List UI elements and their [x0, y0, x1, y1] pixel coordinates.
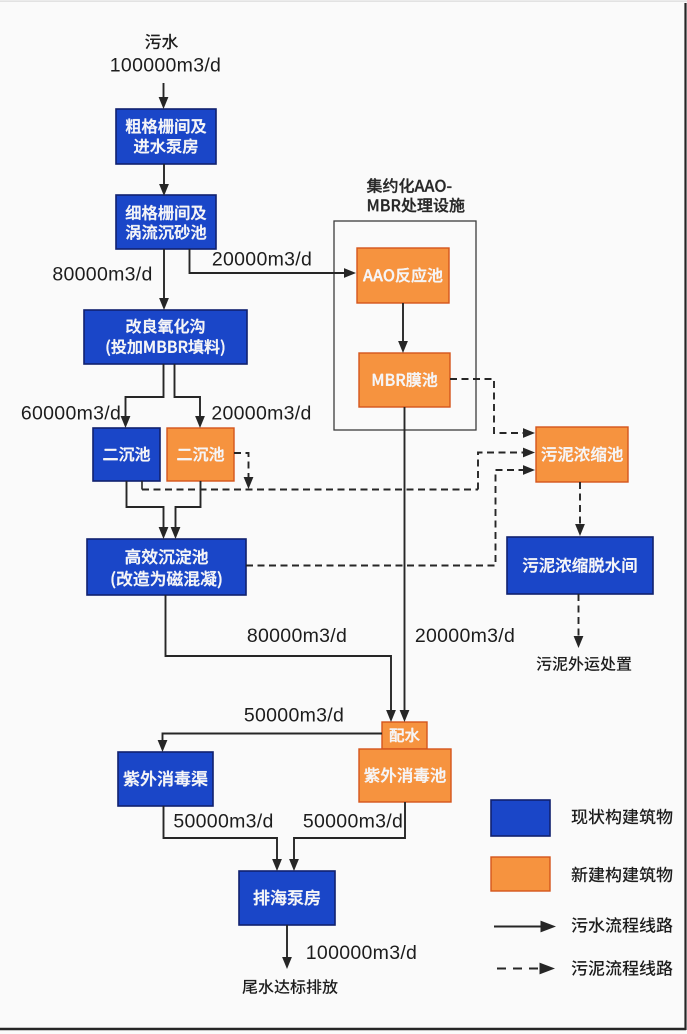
svg-text:20000m3/d: 20000m3/d: [212, 249, 312, 271]
svg-text:50000m3/d: 50000m3/d: [173, 810, 273, 832]
svg-text:100000m3/d: 100000m3/d: [306, 942, 417, 964]
svg-text:60000m3/d: 60000m3/d: [21, 403, 121, 425]
svg-text:50000m3/d: 50000m3/d: [244, 705, 344, 727]
svg-text:100000m3/d: 100000m3/d: [110, 55, 221, 77]
svg-text:20000m3/d: 20000m3/d: [415, 625, 515, 647]
svg-text:50000m3/d: 50000m3/d: [303, 810, 403, 832]
svg-text:20000m3/d: 20000m3/d: [211, 403, 311, 425]
svg-text:80000m3/d: 80000m3/d: [247, 625, 347, 647]
svg-text:80000m3/d: 80000m3/d: [52, 264, 152, 286]
